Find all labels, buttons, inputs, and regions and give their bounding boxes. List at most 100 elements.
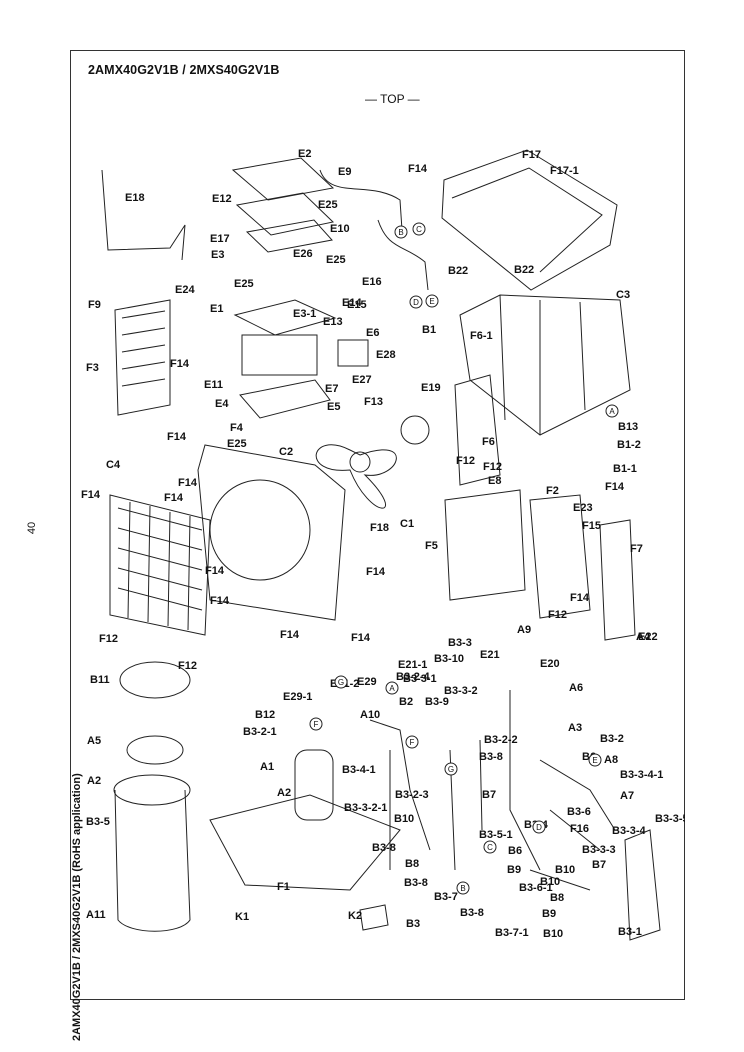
part-label-e29-1: E29-1 (283, 691, 312, 703)
part-label-e21-1: E21-1 (398, 659, 427, 671)
part-label-c4: C4 (106, 459, 121, 471)
part-label-f4: F4 (230, 422, 244, 434)
svg-text:C: C (416, 225, 422, 234)
connection-marker-e: E (425, 294, 439, 308)
part-label-f12: F12 (456, 455, 475, 467)
part-label-a11: A11 (86, 909, 106, 921)
part-label-b3-3-5: B3-3-5 (655, 813, 685, 825)
part-label-a4: A4 (636, 631, 651, 643)
connection-marker-c: C (412, 222, 426, 236)
part-label-f6: F6 (482, 436, 495, 448)
part-label-b11: B11 (90, 674, 110, 686)
part-label-c3: C3 (616, 289, 630, 301)
part-label-b3-6-1: B3-6-1 (519, 882, 553, 894)
part-label-b22: B22 (514, 264, 534, 276)
part-label-b3-2: B3-2 (600, 733, 624, 745)
part-label-b1-1: B1-1 (613, 463, 637, 475)
part-label-b3-8: B3-8 (479, 751, 503, 763)
part-label-f14: F14 (351, 632, 371, 644)
part-label-e10: E10 (330, 223, 350, 235)
part-label-f12: F12 (99, 633, 118, 645)
part-label-f14: F14 (170, 358, 190, 370)
part-label-e13: E13 (323, 316, 343, 328)
connection-marker-g: G (444, 762, 458, 776)
connection-marker-a: A (605, 404, 619, 418)
connection-marker-d: D (409, 295, 423, 309)
part-label-a2: A2 (87, 775, 101, 787)
part-label-e19: E19 (421, 382, 441, 394)
part-label-f2: F2 (546, 485, 559, 497)
part-label-e4: E4 (215, 398, 229, 410)
part-label-b3-3-4: B3-3-4 (612, 825, 647, 837)
part-label-e25: E25 (234, 278, 254, 290)
part-label-e18: E18 (125, 192, 145, 204)
part-label-k2: K2 (348, 910, 362, 922)
part-label-a3: A3 (568, 722, 582, 734)
part-label-a7: A7 (620, 790, 634, 802)
svg-text:D: D (536, 823, 542, 832)
part-label-a9: A9 (517, 624, 531, 636)
part-label-b3: B3 (406, 918, 420, 930)
part-label-b3-3-4-1: B3-3-4-1 (620, 769, 663, 781)
part-label-b3-3-2: B3-3-2 (444, 685, 478, 697)
model-title: 2AMX40G2V1B / 2MXS40G2V1B (88, 63, 280, 77)
part-label-e25: E25 (318, 199, 338, 211)
part-label-f15: F15 (582, 520, 601, 532)
part-label-f17: F17 (522, 149, 541, 161)
svg-text:F: F (314, 720, 319, 729)
svg-text:C: C (487, 843, 493, 852)
part-label-e2: E2 (298, 148, 311, 160)
connection-marker-b: B (394, 225, 408, 239)
part-label-e20: E20 (540, 658, 560, 670)
part-label-b6: B6 (508, 845, 522, 857)
part-label-b3-5: B3-5 (86, 816, 110, 828)
part-label-e24: E24 (175, 284, 195, 296)
part-label-a6: A6 (569, 682, 583, 694)
part-label-f14: F14 (408, 163, 428, 175)
part-label-b22: B22 (448, 265, 468, 277)
part-label-e8: E8 (488, 475, 501, 487)
part-label-e17: E17 (210, 233, 230, 245)
part-label-b1: B1 (422, 324, 436, 336)
part-label-b7: B7 (482, 789, 496, 801)
part-label-f14: F14 (164, 492, 184, 504)
part-label-k1: K1 (235, 911, 249, 923)
svg-text:F: F (410, 738, 415, 747)
part-label-a2: A2 (277, 787, 291, 799)
part-label-f17-1: F17-1 (550, 165, 579, 177)
part-label-b8: B8 (550, 892, 564, 904)
part-label-b9: B9 (542, 908, 556, 920)
part-label-f14: F14 (280, 629, 300, 641)
part-label-e3-1: E3-1 (293, 308, 316, 320)
part-label-e26: E26 (293, 248, 313, 260)
part-label-f14: F14 (81, 489, 101, 501)
part-label-c1: C1 (400, 518, 414, 530)
part-label-b3-9: B3-9 (425, 696, 449, 708)
part-label-b3-8: B3-8 (460, 907, 484, 919)
part-label-e22: E22 (638, 631, 658, 643)
part-label-e9: E9 (338, 166, 351, 178)
part-label-e12: E12 (212, 193, 232, 205)
svg-text:G: G (338, 678, 344, 687)
part-label-b3-7: B3-7 (434, 891, 458, 903)
part-label-e14: E14 (342, 297, 362, 309)
part-label-e11: E11 (204, 379, 223, 391)
part-label-f18: F18 (370, 522, 389, 534)
svg-text:A: A (389, 684, 395, 693)
part-label-f3: F3 (86, 362, 99, 374)
svg-text:E: E (592, 756, 597, 765)
part-label-e23: E23 (573, 502, 593, 514)
part-label-e25: E25 (326, 254, 346, 266)
part-label-b3-3-2-1: B3-3-2-1 (344, 802, 387, 814)
part-label-b8: B8 (405, 858, 419, 870)
connection-marker-f: F (405, 735, 419, 749)
part-label-f9: F9 (88, 299, 101, 311)
part-label-b3-4-1: B3-4-1 (342, 764, 376, 776)
view-label: — TOP — (365, 92, 420, 106)
part-label-e16: E16 (362, 276, 382, 288)
part-label-b3-2-4: B3-2-4 (396, 671, 431, 683)
part-label-e15: E15 (347, 299, 367, 311)
part-label-f14: F14 (366, 566, 386, 578)
part-label-e1: E1 (210, 303, 223, 315)
